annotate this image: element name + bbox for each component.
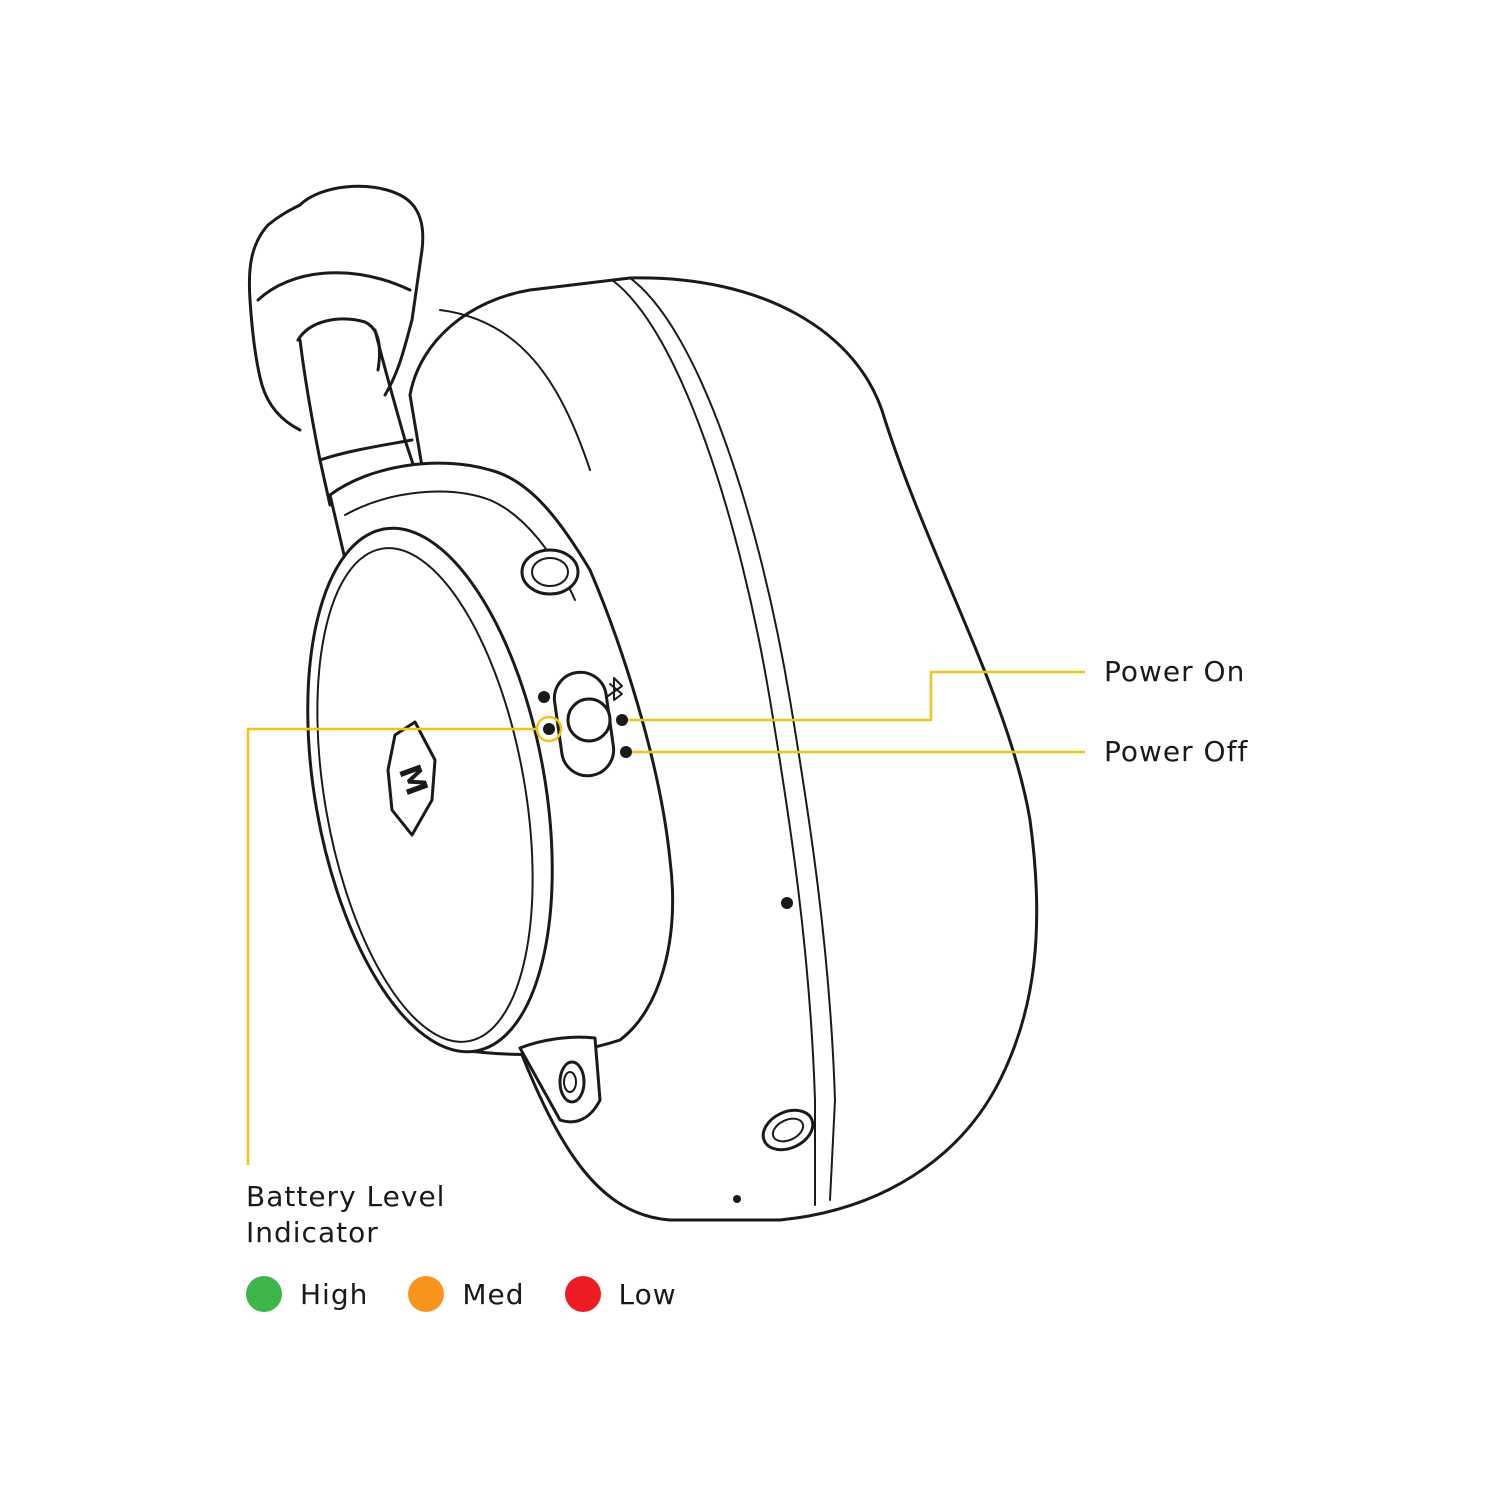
bluetooth-icon: [607, 677, 623, 701]
legend-swatch-high: [246, 1276, 282, 1312]
legend-item-high: High: [246, 1276, 368, 1312]
power-switch[interactable]: [551, 669, 617, 779]
bottom-connector: [518, 1035, 602, 1124]
battery-label-line2: Indicator: [246, 1216, 379, 1249]
legend-item-med: Med: [408, 1276, 524, 1312]
mic-hole: [781, 897, 793, 909]
power-off-dot: [620, 746, 632, 758]
legend-swatch-med: [408, 1276, 445, 1312]
legend-label-med: Med: [462, 1277, 525, 1311]
headband: [247, 184, 425, 507]
battery-indicator-led: [543, 723, 555, 735]
legend-item-low: Low: [564, 1276, 677, 1312]
power-on-label: Power On: [1104, 655, 1246, 688]
legend-label-low: Low: [618, 1277, 677, 1311]
leader-lines: [246, 670, 1085, 1165]
mw-logo-icon: M: [386, 720, 437, 837]
legend-swatch-low: [564, 1276, 601, 1312]
power-off-label: Power Off: [1104, 735, 1249, 768]
battery-label-line1: Battery Level: [246, 1180, 446, 1213]
legend-label-high: High: [300, 1277, 369, 1311]
usb-port: [761, 1108, 815, 1152]
battery-legend: High Med Low: [246, 1276, 717, 1312]
bottom-mic-hole: [733, 1195, 741, 1203]
battery-indicator-dot-top: [538, 691, 550, 703]
power-on-dot: [616, 714, 628, 726]
